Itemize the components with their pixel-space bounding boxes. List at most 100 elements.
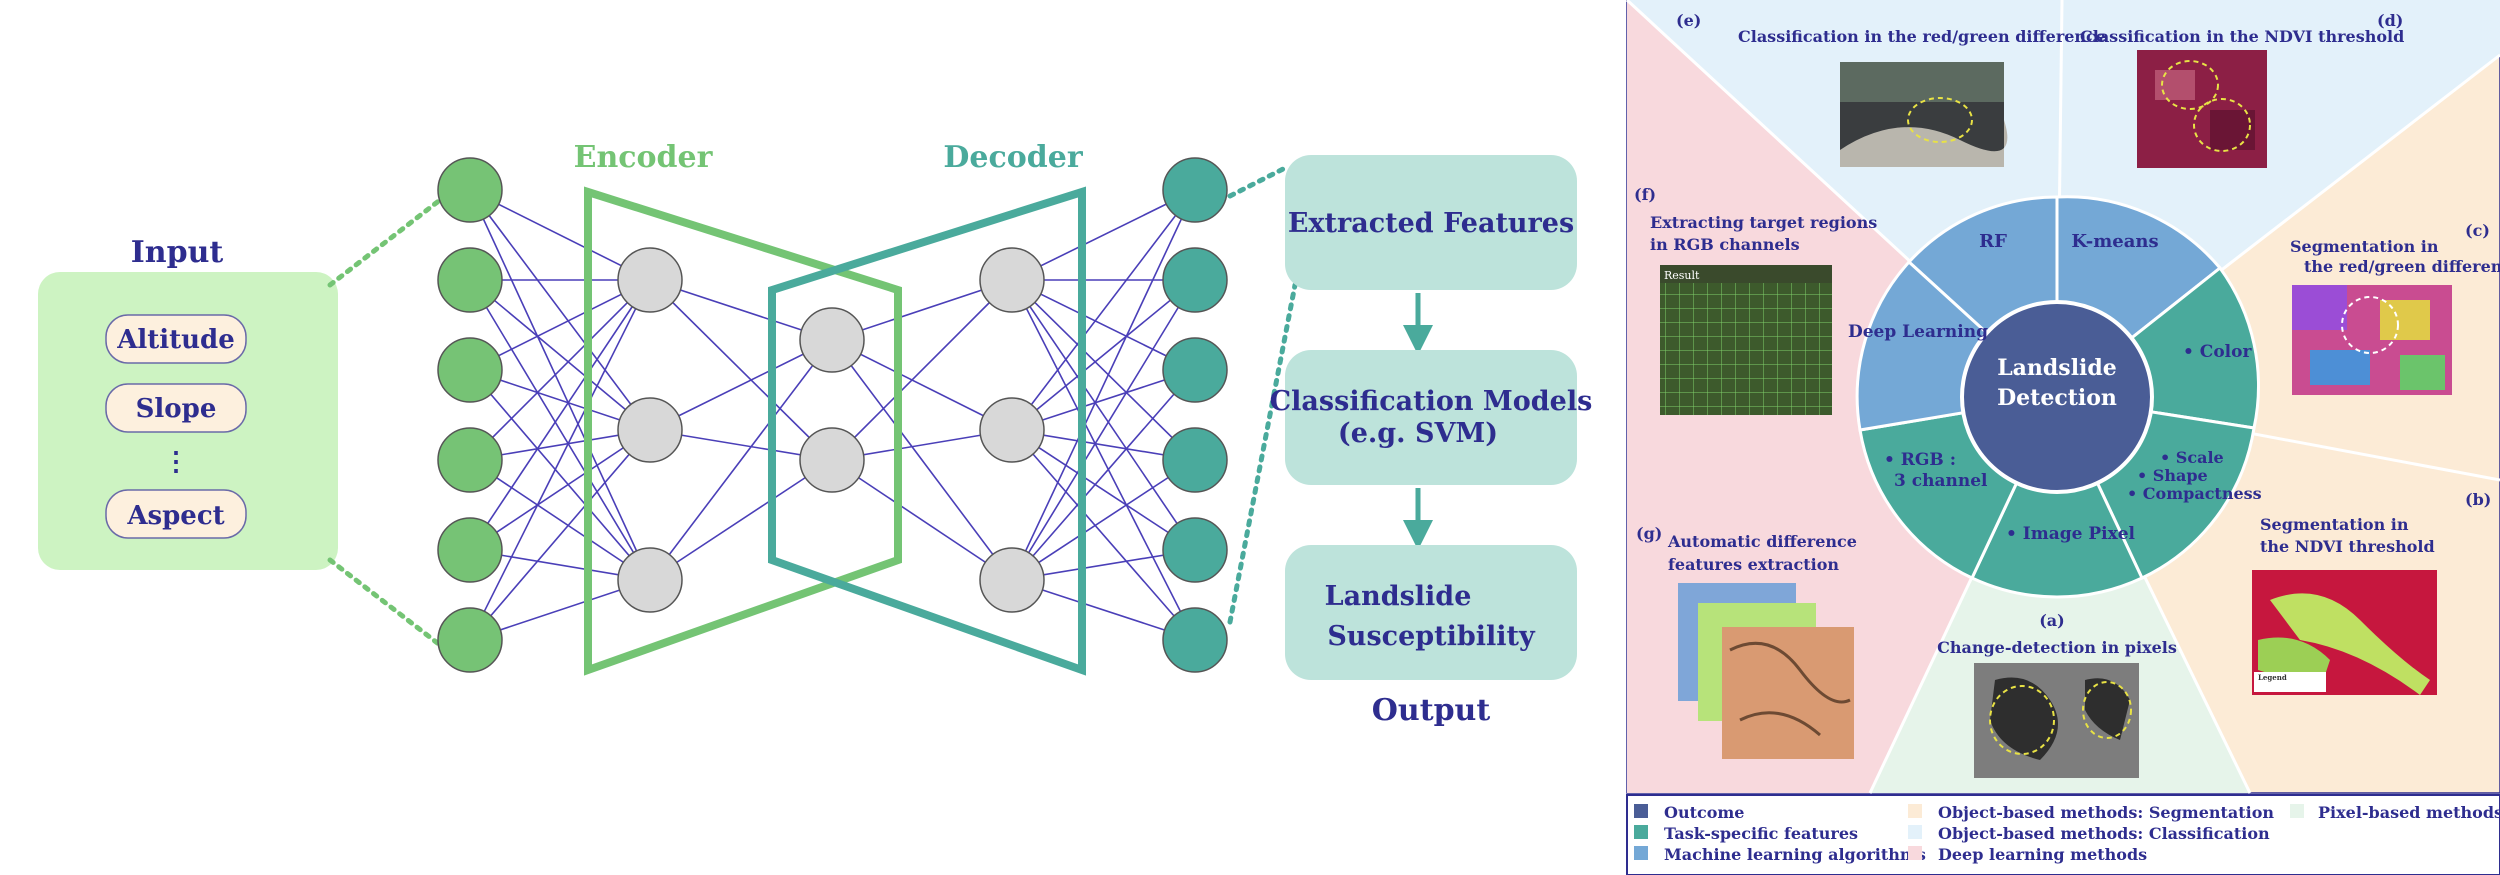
panel-f-tag: (f) <box>1634 185 1656 204</box>
panel-a-title: Change-detection in pixels <box>1937 638 2177 657</box>
ring-label-color: • Color <box>2183 342 2252 362</box>
network-edge <box>649 279 833 461</box>
output-connector-bottom <box>1227 282 1298 625</box>
network-edge <box>831 279 1013 461</box>
panel-a-tag: (a) <box>2039 611 2065 630</box>
network-node-layer1-1 <box>437 157 503 223</box>
ring-label-compactness: • Compactness <box>2127 484 2262 503</box>
legend-outcome: Outcome <box>1664 803 1744 822</box>
panel-e-tag: (e) <box>1676 11 1701 30</box>
input-items: Altitude Slope ⋮ Aspect <box>105 314 247 539</box>
legend-seg: Object-based methods: Segmentation <box>1938 803 2274 822</box>
panel-g-tag: (g) <box>1636 524 1662 543</box>
network-edge <box>1011 279 1196 581</box>
network-node-layer3-1 <box>799 307 865 373</box>
network-edge <box>1011 369 1196 581</box>
panel-c-title-2: the red/green difference <box>2304 257 2500 276</box>
panel-f-title-2: in RGB channels <box>1650 235 1800 254</box>
box-extracted-features-label: Extracted Features <box>1288 208 1574 239</box>
network-edge <box>649 339 833 581</box>
panel-d-tag: (d) <box>2377 11 2403 30</box>
network-edge <box>1011 429 1196 641</box>
ring-label-kmeans: K-means <box>2071 231 2158 252</box>
network-node-layer1-4 <box>437 427 503 493</box>
legend-task: Task-specific features <box>1664 824 1858 843</box>
network-node-layer4-1 <box>979 247 1045 313</box>
panel-b-title-2: the NDVI threshold <box>2260 537 2435 556</box>
legend-swatch-dl <box>1908 846 1922 860</box>
decoder-trapezoid <box>768 186 1086 676</box>
center-circle <box>1960 300 2154 494</box>
input-title: Input <box>131 235 224 270</box>
network-edge <box>469 369 651 581</box>
network-edge <box>469 189 651 581</box>
legend-swatch-cls <box>1908 825 1922 839</box>
network-edge <box>831 339 1013 581</box>
network-edge <box>1011 189 1196 581</box>
network-edge <box>1011 279 1196 641</box>
network-node-layer5-1 <box>1162 157 1228 223</box>
network-node-layer2-1 <box>617 247 683 313</box>
input-connector-top <box>327 197 443 288</box>
panel-f-result-label: Result <box>1664 269 1700 282</box>
panel-g-image <box>1678 583 1854 759</box>
network-node-layer3-2 <box>799 427 865 493</box>
panel-a-image <box>1974 663 2139 778</box>
ring-label-scale: • Scale <box>2160 448 2224 467</box>
box-classification-models-sub: (e.g. SVM) <box>1338 418 1498 449</box>
network-edge <box>469 459 651 581</box>
input-item-altitude: Altitude <box>116 325 235 355</box>
network-edge <box>1011 429 1196 551</box>
network-edges <box>469 189 1196 641</box>
box-classification-models <box>1285 350 1577 485</box>
ring-label-rgb1: • RGB : <box>1884 450 1956 470</box>
network-edge <box>469 279 651 461</box>
ring-pixel <box>1970 393 2144 599</box>
legend-pix: Pixel-based methods <box>2318 803 2500 822</box>
panel-b-image: Legend <box>2252 570 2437 695</box>
legend-ml: Machine learning algorithms <box>1664 845 1926 864</box>
network-node-layer4-2 <box>979 397 1045 463</box>
ring-label-rgb2: 3 channel <box>1894 471 1988 491</box>
network-node-layer5-6 <box>1162 607 1228 673</box>
panel-b-tag: (b) <box>2465 490 2491 509</box>
center-label-1: Landslide <box>1997 355 2117 381</box>
encoder-label: Encoder <box>574 140 714 175</box>
panel-g-title-2: features extraction <box>1668 555 1839 574</box>
ring-label-dl: Deep Learning <box>1848 322 1988 342</box>
network-edge <box>1011 459 1196 581</box>
network-edge <box>469 279 651 581</box>
network-edge <box>1011 279 1196 551</box>
network-node-layer1-5 <box>437 517 503 583</box>
center-label-2: Detection <box>1997 385 2117 411</box>
panel-c-image <box>2292 285 2452 395</box>
input-connector-bottom <box>327 557 443 648</box>
landslide-detection-diagram: Landslide Detection RF K-means • Color •… <box>1625 0 2500 875</box>
box-extracted-features <box>1285 155 1577 290</box>
decoder-label: Decoder <box>943 140 1083 175</box>
legend-swatch-seg <box>1908 804 1922 818</box>
network-edge <box>469 189 651 281</box>
box-landslide-susceptibility <box>1285 545 1577 680</box>
legend-swatch-ml <box>1634 846 1648 860</box>
panel-d-title: Classification in the NDVI threshold <box>2080 27 2404 46</box>
panel-f-image: Result <box>1660 265 1832 415</box>
network-edge <box>831 459 1013 581</box>
box-susceptibility-label: Susceptibility <box>1327 621 1536 652</box>
box-classification-models-label: Classification Models <box>1270 386 1593 417</box>
network-diagram: Input Altitude Slope ⋮ Aspect Encoder De… <box>38 140 1592 728</box>
network-edge <box>469 279 651 431</box>
network-node-layer2-3 <box>617 547 683 613</box>
box-landslide-label: Landslide <box>1325 581 1472 612</box>
legend-swatch-task <box>1634 825 1648 839</box>
network-edge <box>1011 279 1196 461</box>
panel-e-image <box>1840 62 2008 167</box>
network-node-layer1-2 <box>437 247 503 313</box>
legend-dl: Deep learning methods <box>1938 845 2147 864</box>
network-node-layer5-3 <box>1162 337 1228 403</box>
network-nodes <box>437 157 1228 673</box>
network-edge <box>649 459 833 581</box>
network-node-layer5-4 <box>1162 427 1228 493</box>
ring-label-rf: RF <box>1979 231 2007 252</box>
